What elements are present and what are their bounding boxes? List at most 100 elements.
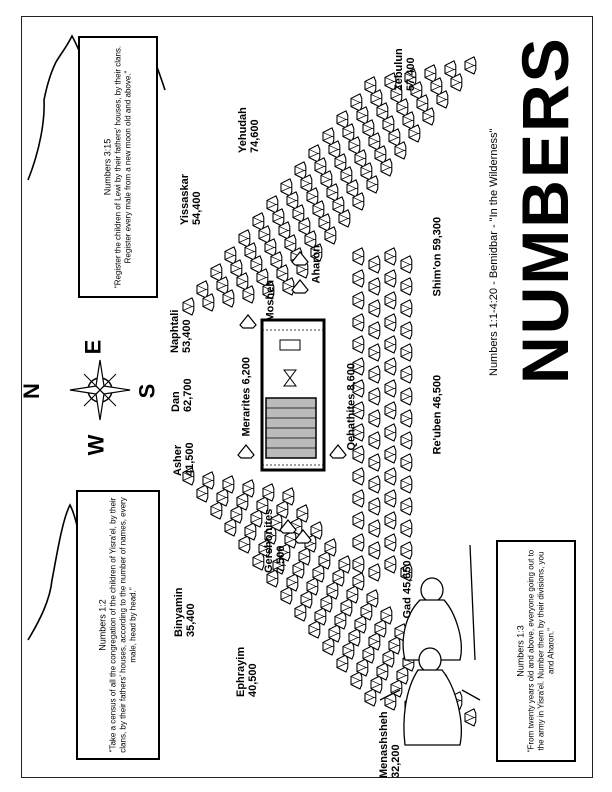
tent-icon — [384, 357, 397, 376]
tent-icon — [352, 247, 365, 266]
tent-icon — [384, 401, 397, 420]
quote-ref: Numbers 3:15 — [102, 138, 113, 196]
compass-south-label: S — [134, 383, 160, 399]
tent-icon — [224, 518, 237, 537]
tent-icon — [364, 688, 377, 707]
label-yissaskar: Yissaskar 54,400 — [179, 174, 203, 225]
tent-icon — [352, 533, 365, 552]
label-asher: Asher 41,500 — [172, 442, 196, 476]
tent-icon — [400, 387, 413, 406]
tent-icon — [238, 535, 251, 554]
label-reuben: Re'uben 46,500 — [431, 374, 444, 455]
tent-icon — [196, 280, 209, 299]
label-yehudah: Yehudah 74,600 — [237, 107, 261, 153]
tent-icon — [364, 76, 377, 95]
tabernacle — [260, 318, 326, 472]
tent-icon — [368, 541, 381, 560]
tent-icon — [400, 409, 413, 428]
tent-icon — [266, 195, 279, 214]
tent-icon — [400, 453, 413, 472]
tent-icon — [352, 511, 365, 530]
tent-icon — [368, 519, 381, 538]
label-ephrayim: Ephrayim 40,500 — [235, 646, 259, 697]
tent-icon — [400, 365, 413, 384]
label-gad: Gad 45,650 — [401, 560, 414, 619]
tent-icon — [252, 212, 265, 231]
tent-icon — [280, 178, 293, 197]
quote-text: "Register the children of Lewi by their … — [113, 45, 133, 289]
tent-icon — [368, 255, 381, 274]
tent-icon — [400, 299, 413, 318]
tent-icon — [384, 269, 397, 288]
tent-icon — [368, 299, 381, 318]
tent-icon — [368, 431, 381, 450]
tent-icon — [384, 533, 397, 552]
tent-icon — [352, 313, 365, 332]
compass-west-label: W — [83, 434, 109, 456]
quote-box-numbers-1-2: Numbers 1:2 "Take a census of all the co… — [76, 490, 160, 760]
tent-icon — [384, 467, 397, 486]
tent-icon — [368, 563, 381, 582]
tent-icon — [322, 637, 335, 656]
label-naphtali: Naphtali 53,400 — [169, 309, 193, 353]
tent-icon — [322, 127, 335, 146]
tent-icon — [384, 555, 397, 574]
tent-icon — [400, 321, 413, 340]
tent-icon — [368, 453, 381, 472]
tent-icon — [308, 620, 321, 639]
tent-icon — [368, 343, 381, 362]
label-aharon: Aharon — [310, 245, 323, 284]
tent-icon — [196, 484, 209, 503]
tent-icon — [352, 555, 365, 574]
tent-icon — [368, 497, 381, 516]
quote-text: "From twenty years old and above, everyo… — [526, 549, 556, 753]
tent-icon — [444, 60, 457, 79]
tent-icon — [368, 475, 381, 494]
tent-icon — [384, 379, 397, 398]
figures-illustration — [379, 544, 481, 746]
tent-icon — [352, 467, 365, 486]
tent-icon — [384, 247, 397, 266]
quote-box-numbers-3-15: Numbers 3:15 "Register the children of L… — [78, 36, 158, 298]
tent-icon — [384, 291, 397, 310]
tent-icon — [400, 519, 413, 538]
page-subtitle: Numbers 1:1-4:20 - Bemidbar - "In the Wi… — [488, 128, 500, 376]
tent-icon — [336, 110, 349, 129]
tents-levite-camps — [352, 247, 413, 582]
page-border — [21, 16, 593, 778]
label-shimon: Shim'on 59,300 — [431, 216, 444, 297]
tent-icon — [352, 489, 365, 508]
label-binyamin: Binyamin 35,400 — [173, 587, 197, 637]
tent-icon — [368, 387, 381, 406]
tent-icon — [352, 291, 365, 310]
page-title: NUMBERS — [508, 36, 582, 384]
tent-icon — [210, 263, 223, 282]
tent-icon — [294, 603, 307, 622]
tent-icon — [384, 511, 397, 530]
tent-icon — [400, 431, 413, 450]
tent-icon — [368, 277, 381, 296]
tent-icon — [308, 144, 321, 163]
tent-icon — [400, 277, 413, 296]
tent-icon — [464, 56, 477, 75]
compass-north-label: N — [18, 383, 44, 399]
tent-icon — [400, 255, 413, 274]
tent-icon — [280, 586, 293, 605]
quote-ref: Numbers 1:2 — [97, 599, 108, 651]
tent-icon — [384, 445, 397, 464]
label-dan: Dan 62,700 — [170, 378, 194, 412]
tent-icon — [384, 335, 397, 354]
tent-icon — [352, 269, 365, 288]
tent-icon — [294, 161, 307, 180]
tent-icon — [368, 321, 381, 340]
tent-icon — [368, 365, 381, 384]
tent-icon — [384, 423, 397, 442]
label-merarites: Merarites 6,200 — [240, 357, 253, 437]
tent-icon — [336, 654, 349, 673]
tent-icon — [238, 229, 251, 248]
quote-box-numbers-1-3: Numbers 1:3 "From twenty years old and a… — [496, 540, 576, 762]
tent-icon — [400, 343, 413, 362]
tent-icon — [210, 501, 223, 520]
